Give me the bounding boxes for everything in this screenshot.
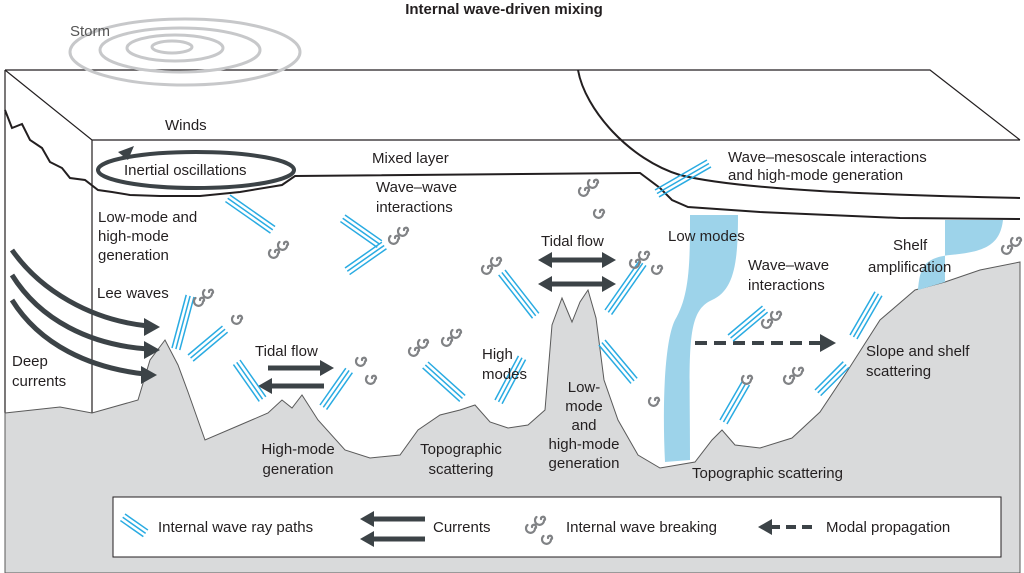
seafloor	[4, 261, 1021, 573]
ray-paths	[171, 159, 883, 425]
label-low-mode-1: Low-	[568, 379, 601, 396]
legend-ray-label: Internal wave ray paths	[158, 519, 313, 536]
label-high-mode-gen-1: High-mode	[261, 441, 334, 458]
label-low-mode-5: generation	[549, 455, 620, 472]
label-low-mode-3: and	[571, 417, 596, 434]
deep-current-arrows	[9, 248, 160, 384]
modal-propagation-arrow	[695, 334, 836, 352]
box-front-top	[4, 69, 1020, 141]
label-lee-waves: Lee waves	[97, 285, 169, 302]
legend-ray-icon	[119, 513, 149, 538]
label-slope-shelf-2: scattering	[866, 363, 931, 380]
label-wave-wave-lower-2: interactions	[748, 277, 825, 294]
label-inertial-oscillations: Inertial oscillations	[124, 162, 247, 179]
legend-modal-label: Modal propagation	[826, 519, 950, 536]
label-wave-mesoscale-1: Wave–mesoscale interactions	[728, 149, 927, 166]
label-winds: Winds	[165, 117, 207, 134]
storm-spiral	[68, 17, 302, 87]
label-deep-currents-1: Deep	[12, 353, 48, 370]
legend-box	[112, 496, 1002, 558]
tidal-flow-arrows-left	[258, 360, 334, 394]
label-wave-wave-upper-1: Wave–wave	[376, 179, 457, 196]
label-low-high-3: generation	[98, 247, 169, 264]
legend: Internal wave ray paths Currents Interna…	[112, 496, 1002, 558]
label-low-high-2: high-mode	[98, 228, 169, 245]
label-high-modes-1: High	[482, 346, 513, 363]
legend-breaking-label: Internal wave breaking	[566, 519, 717, 536]
mesoscale-front-line	[577, 69, 1021, 199]
legend-modal-icon	[758, 519, 815, 535]
label-slope-shelf-1: Slope and shelf	[866, 343, 970, 360]
label-low-mode-2: mode	[565, 398, 603, 415]
label-topographic-2: scattering	[428, 461, 493, 478]
box-top-edge	[5, 69, 1021, 141]
label-topographic-right: Topographic scattering	[692, 465, 843, 482]
label-wave-wave-upper-2: interactions	[376, 199, 453, 216]
tidal-flow-arrows-right	[538, 252, 616, 292]
label-high-modes-2: modes	[482, 366, 527, 383]
diagram-title: Internal wave-driven mixing	[405, 1, 603, 18]
label-high-mode-gen-2: generation	[263, 461, 334, 478]
legend-currents-label: Currents	[433, 519, 491, 536]
label-wave-mesoscale-2: and high-mode generation	[728, 167, 903, 184]
shelf-mode-shape	[918, 220, 1003, 290]
label-shelf-1: Shelf	[893, 237, 928, 254]
label-tidal-flow-left: Tidal flow	[255, 343, 318, 360]
label-topographic-1: Topographic	[420, 441, 502, 458]
label-low-modes: Low modes	[668, 228, 745, 245]
label-tidal-flow-right: Tidal flow	[541, 233, 604, 250]
label-mixed-layer: Mixed layer	[372, 150, 449, 167]
label-wave-wave-lower-1: Wave–wave	[748, 257, 829, 274]
label-low-high-1: Low-mode and	[98, 209, 197, 226]
low-mode-shape	[663, 215, 738, 462]
label-low-mode-4: high-mode	[549, 436, 620, 453]
inertial-oscillation-loop	[96, 146, 296, 190]
label-deep-currents-2: currents	[12, 373, 66, 390]
legend-currents-icon	[360, 511, 425, 547]
label-shelf-2: amplification	[868, 259, 951, 276]
label-storm: Storm	[70, 23, 110, 40]
mixed-layer-left-surface	[4, 109, 1021, 220]
